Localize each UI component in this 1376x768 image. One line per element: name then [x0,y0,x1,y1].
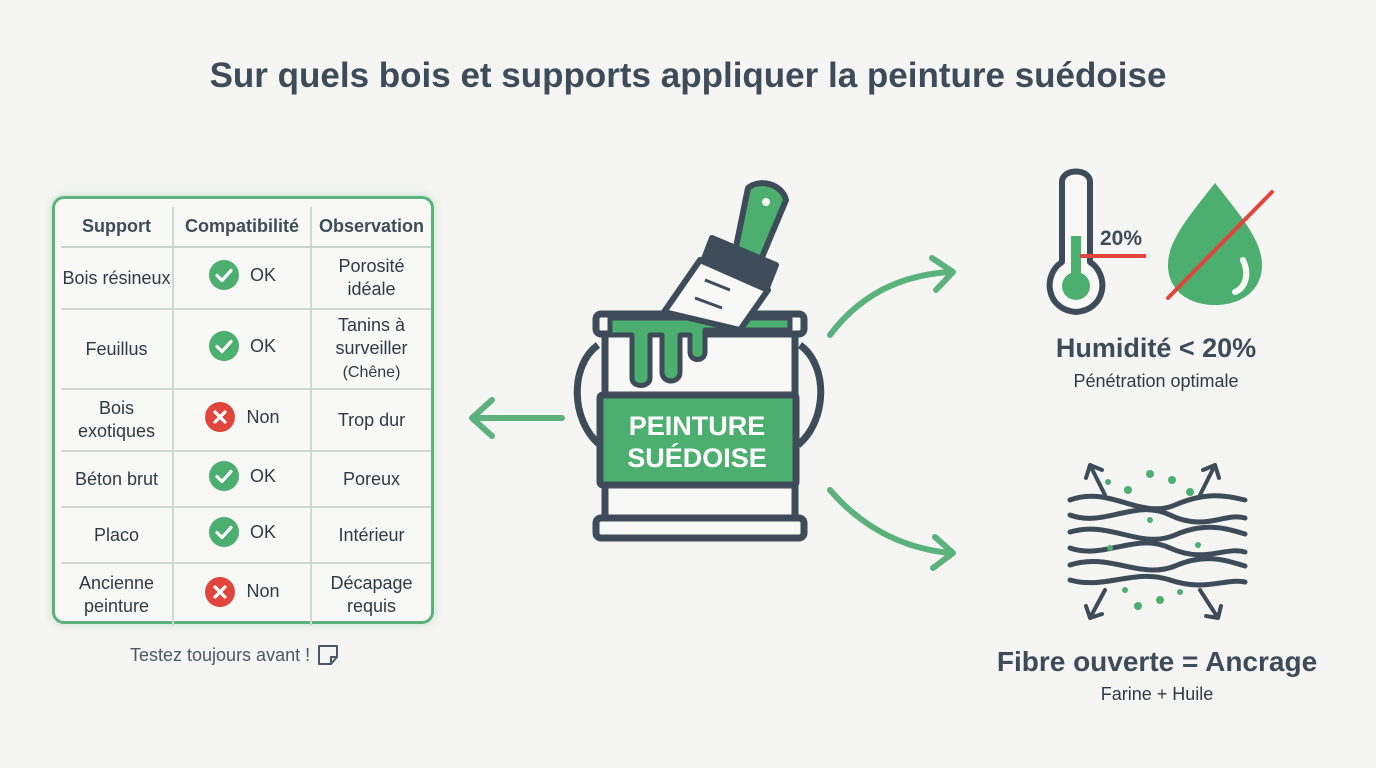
compatibility-cell: OK [172,247,311,310]
table-row: Feuillus OK Tanins à surveiller (Chêne) [61,309,431,390]
support-cell: Bois exotiques [61,389,173,452]
humidity-subtitle: Pénétration optimale [1073,371,1239,391]
observation-text: Poreux [342,468,401,489]
water-drop-crossed-icon [1166,183,1274,305]
check-icon [208,461,239,491]
wood-fibre-icon [1067,463,1248,620]
header-observation: Observation [310,207,431,248]
fibre-title: Fibre ouverte = Ancrage [996,646,1318,677]
compatibility-label: Non [246,406,280,427]
table-row: Ancienne peinture Non Décapage requis [61,563,431,625]
cross-icon [205,402,236,432]
note-text: Testez toujours avant ! [130,644,311,665]
arrow-to-humidity [827,255,956,338]
support-cell: Feuillus [61,309,173,390]
cross-icon [205,576,236,607]
compatibility-label: OK [249,264,276,285]
humidity-title: Humidité < 20% [1055,333,1257,363]
paint-can-icon [573,310,825,542]
table-row: Bois résineux OK Porosité idéale [61,247,431,310]
fibre-subtitle: Farine + Huile [1100,684,1214,704]
paint-can-label: PEINTURE SUÉDOISE [607,410,787,474]
compatibility-label: OK [249,465,276,486]
support-cell: Placo [61,507,173,564]
check-icon [208,331,239,361]
observation-cell: Intérieur [310,507,431,564]
support-cell: Béton brut [61,451,173,508]
observation-text: Décapage requis [330,572,413,616]
can-label-line2: SUÉDOISE [627,443,767,473]
arrow-to-fibre [827,487,956,571]
check-icon [208,260,239,290]
table-row: Béton brut OK Poreux [61,451,431,508]
can-label-line1: PEINTURE [628,411,766,441]
test-note: Testez toujours avant ! [130,643,340,667]
compatibility-label: Non [246,581,280,601]
compatibility-cell: OK [172,309,311,390]
observation-cell: Tanins à surveiller (Chêne) [310,309,431,390]
observation-text: Porosité idéale [338,256,405,299]
observation-text: Trop dur [337,409,406,430]
support-cell: Bois résineux [61,247,173,310]
arrow-icon [469,397,565,439]
table-row: Placo OK Intérieur [61,507,431,564]
compatibility-cell: Non [172,563,311,625]
observation-text: Intérieur [338,524,405,545]
page-title: Sur quels bois et supports appliquer la … [209,56,1167,95]
table-header-row: Support Compatibilité Observation [61,207,431,248]
header-compatibility: Compatibilité [172,207,311,248]
compatibility-table-card: Support Compatibilité Observation Bois r… [52,196,434,625]
compatibility-cell: OK [172,507,311,564]
observation-text: Tanins à surveiller [335,315,408,358]
compatibility-label: OK [249,335,276,356]
thermometer-icon [1046,168,1146,315]
observation-cell: Poreux [310,451,431,508]
compatibility-cell: Non [172,389,311,452]
compatibility-table: Support Compatibilité Observation Bois r… [61,207,431,625]
check-icon [208,517,239,547]
note-icon [318,645,339,665]
observation-cell: Porosité idéale [310,247,431,310]
paintbrush-icon [661,180,789,333]
observation-cell: Décapage requis [310,563,431,625]
header-support: Support [61,207,173,248]
observation-note: (Chêne) [342,364,401,381]
compatibility-cell: OK [172,451,311,508]
observation-cell: Trop dur [310,389,431,452]
compatibility-label: OK [249,521,276,542]
support-cell: Ancienne peinture [78,572,155,616]
humidity-threshold-label: 20% [1100,227,1143,250]
table-row: Bois exotiques Non Trop dur [61,389,431,452]
